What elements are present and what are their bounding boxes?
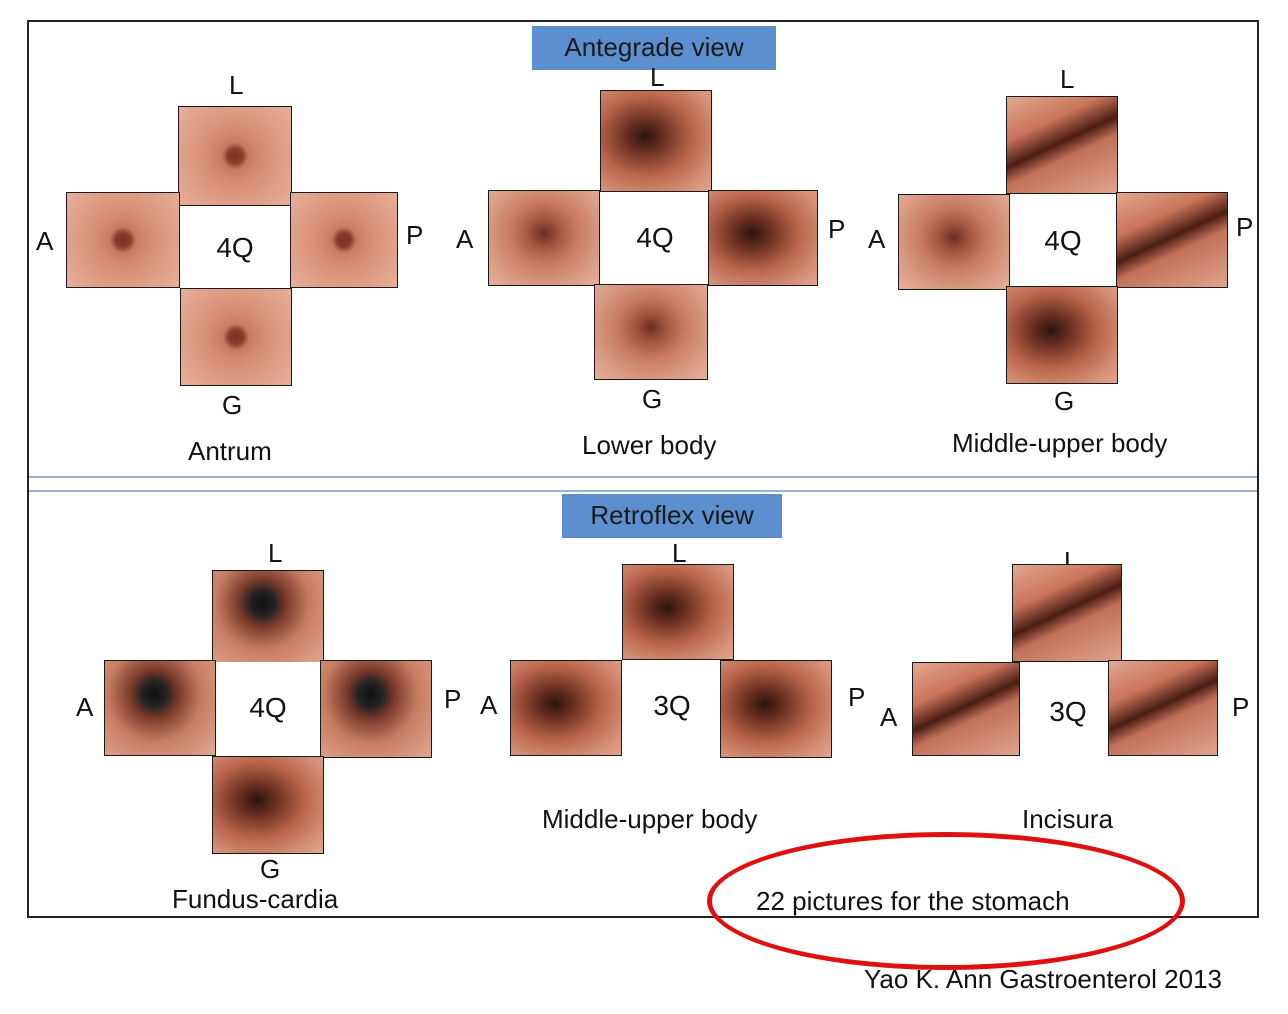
label-l: L [1060, 64, 1075, 94]
label-a: A [456, 224, 474, 254]
photo-right [1116, 192, 1228, 288]
panel-caption: Lower body [582, 430, 717, 460]
photo-top [622, 564, 734, 660]
label-g: G [222, 390, 243, 420]
panel-caption: Middle-upper body [952, 428, 1168, 458]
section-divider [29, 490, 1257, 492]
photo-right [290, 192, 398, 288]
photo-bottom [180, 288, 292, 386]
photo-bottom [212, 756, 324, 854]
photo-top [600, 90, 712, 192]
photo-left [898, 194, 1010, 290]
highlight-text: 22 pictures for the stomach [756, 886, 1070, 916]
label-p: P [406, 220, 424, 250]
label-a: A [36, 226, 54, 256]
photo-left [912, 662, 1020, 756]
quadrant-count: 4Q [600, 192, 710, 284]
photo-right [1108, 660, 1218, 756]
label-a: A [880, 702, 898, 732]
panel-caption: Antrum [188, 436, 272, 466]
quadrant-count: 4Q [1010, 196, 1116, 286]
label-p: P [1232, 692, 1250, 722]
photo-left [488, 190, 600, 286]
panel-caption: Fundus-cardia [172, 884, 339, 914]
panel-caption: Incisura [1022, 804, 1114, 834]
label-a: A [480, 690, 498, 720]
label-p: P [444, 684, 462, 714]
retroflex-view-label: Retroflex view [562, 494, 782, 538]
antegrade-view-label: Antegrade view [532, 26, 776, 70]
photo-bottom [1006, 286, 1118, 384]
label-p: P [1236, 212, 1254, 242]
photo-top [212, 570, 324, 664]
photo-right [720, 660, 832, 758]
label-l: L [229, 70, 244, 100]
label-g: G [1054, 386, 1075, 416]
section-divider [29, 476, 1257, 478]
panel-caption: Middle-upper body [542, 804, 758, 834]
photo-right [708, 190, 818, 286]
label-p: P [848, 682, 866, 712]
label-a: A [76, 692, 94, 722]
citation: Yao K. Ann Gastroenterol 2013 [864, 964, 1222, 994]
photo-bottom [594, 284, 708, 380]
quadrant-count: 4Q [180, 206, 290, 290]
label-p: P [828, 214, 846, 244]
photo-top [1006, 96, 1118, 194]
label-a: A [868, 224, 886, 254]
label-l: L [672, 538, 687, 568]
photo-left [66, 192, 180, 288]
label-g: G [260, 854, 281, 884]
quadrant-count: 3Q [624, 660, 720, 752]
label-g: G [642, 384, 663, 414]
highlight-oval [707, 832, 1185, 970]
label-l: L [650, 62, 665, 92]
photo-top [178, 106, 292, 206]
label-l: L [268, 538, 283, 568]
quadrant-count: 4Q [216, 662, 320, 754]
photo-right [320, 660, 432, 758]
quadrant-count: 3Q [1020, 664, 1116, 760]
photo-top [1012, 564, 1122, 662]
photo-left [104, 660, 216, 756]
photo-left [510, 660, 622, 756]
